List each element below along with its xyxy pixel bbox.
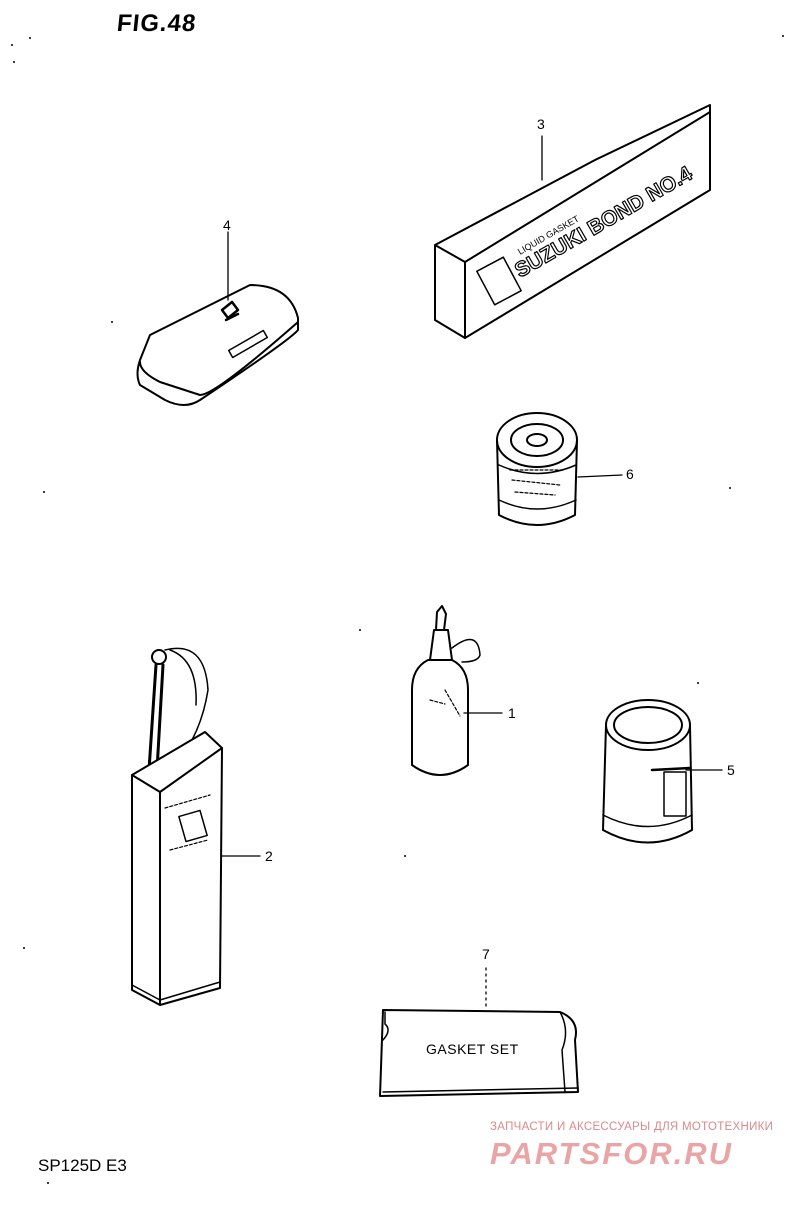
model-code: SP125D E3 (38, 1156, 127, 1175)
callout-7: 7 (482, 946, 490, 962)
oil-can (131, 647, 223, 1006)
callout-3: 3 (537, 116, 545, 132)
oil-bottle (411, 605, 481, 776)
callout-5: 5 (727, 762, 735, 778)
callout-6: 6 (626, 466, 634, 482)
grease-can (602, 699, 693, 844)
callout-2: 2 (265, 848, 273, 864)
scan-speckles (11, 35, 784, 1184)
watermark-logo: PARTSFOR.RU (490, 1136, 734, 1171)
gasket-set-bag (379, 1009, 579, 1097)
paste-tin (496, 412, 578, 526)
bond-box: SUZUKI BOND NO.4 LIQUID GASKET (434, 104, 711, 339)
tube-case (136, 284, 299, 406)
callout-4: 4 (223, 217, 231, 233)
watermark-caption: ЗАПЧАСТИ И АКСЕССУАРЫ ДЛЯ МОТОТЕХНИКИ (490, 1121, 774, 1133)
callout-1: 1 (508, 705, 516, 721)
leader-line-6 (577, 474, 623, 478)
gasket-set-label: GASKET SET (426, 1041, 519, 1057)
